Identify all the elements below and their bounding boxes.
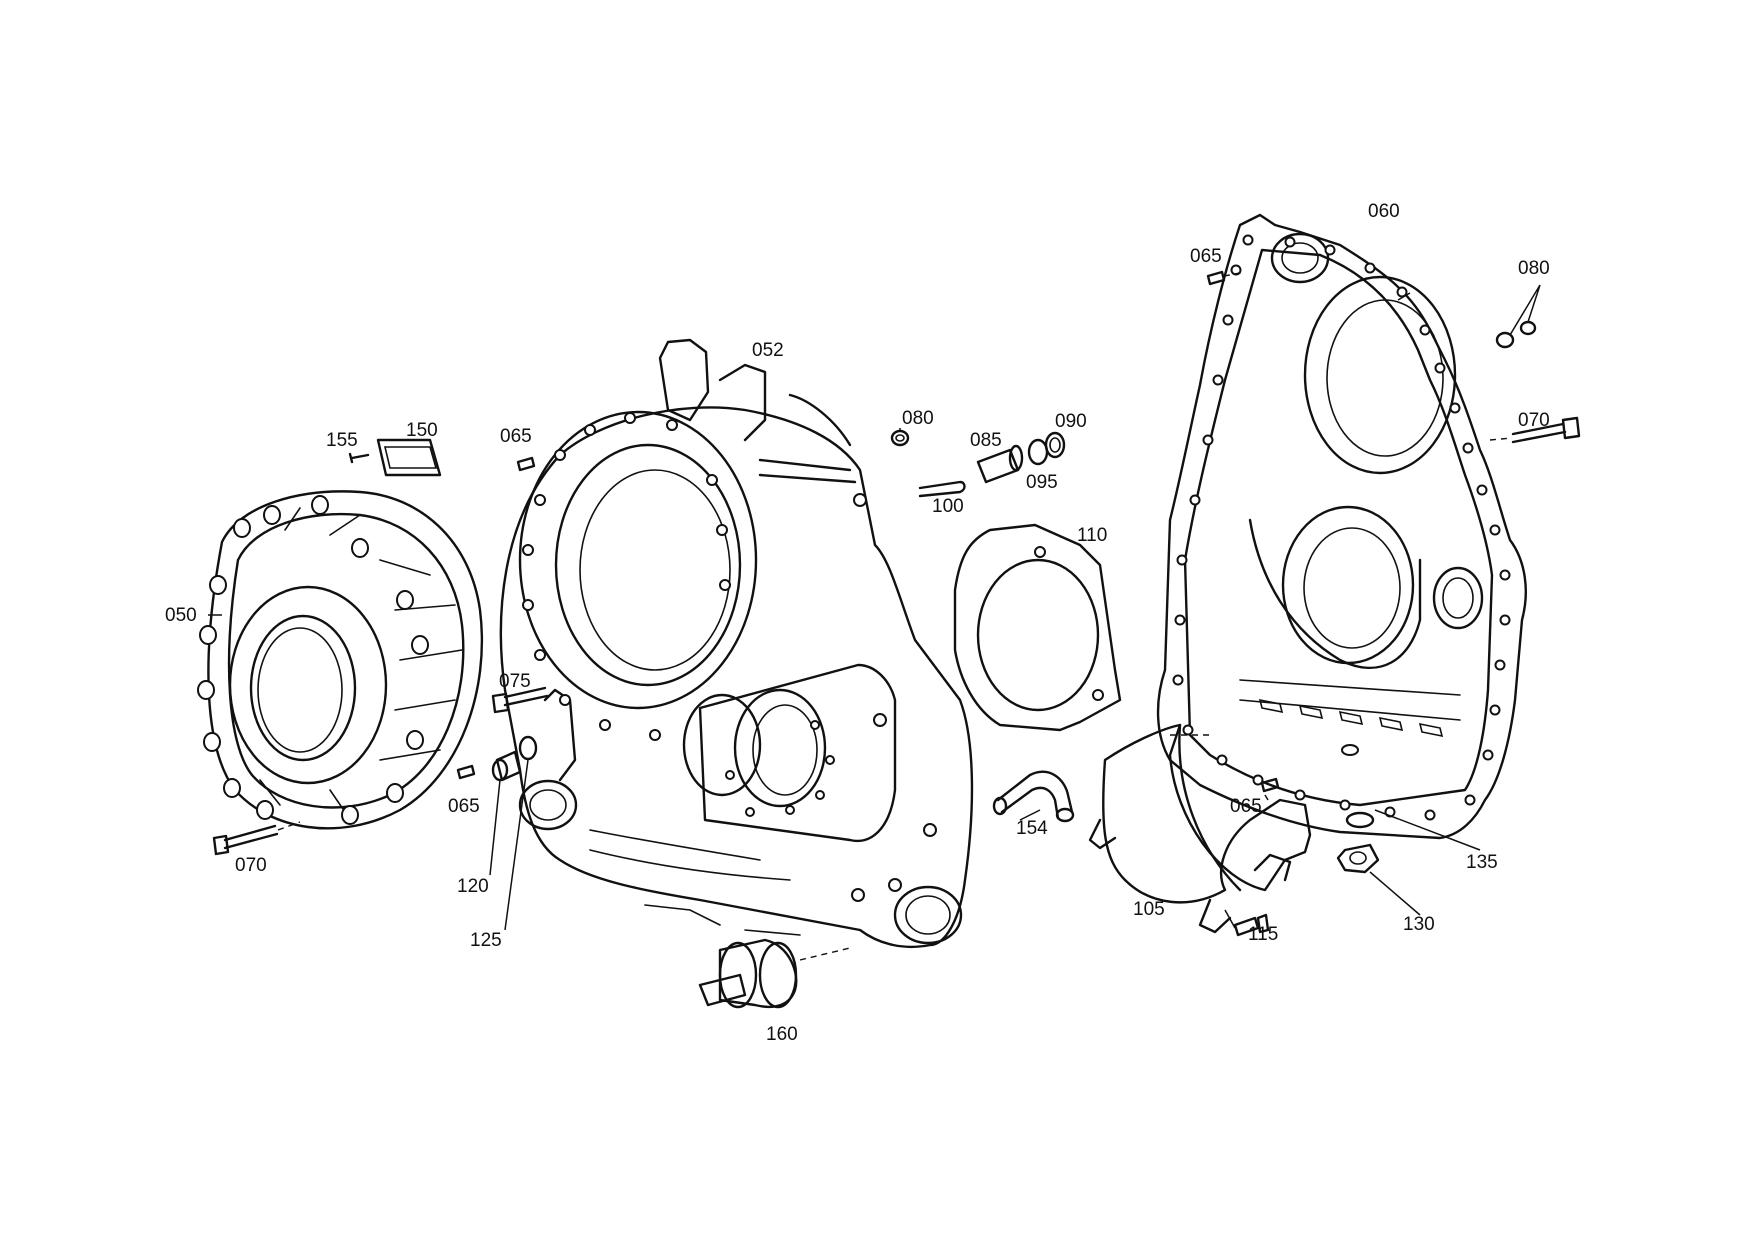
part-050-flange-cover — [197, 490, 484, 830]
part-154-bent-hose — [992, 770, 1075, 823]
label-130: 130 — [1403, 914, 1435, 935]
label-115: 115 — [1248, 924, 1278, 945]
label-150: 150 — [406, 420, 438, 441]
flange-bolt-holes — [197, 495, 429, 825]
label-050: 050 — [165, 605, 197, 626]
rear-housing-bolt-holes — [1172, 234, 1511, 821]
part-070-bolt-right — [1489, 416, 1581, 444]
part-135-seal-ring — [1345, 811, 1375, 829]
housing-bolt-holes — [522, 412, 937, 902]
part-100-spring-pin — [918, 480, 966, 498]
label-065-lower-right: 065 — [1230, 796, 1262, 817]
part-065-pin-a — [516, 456, 536, 472]
label-090: 090 — [1055, 411, 1087, 432]
part-120-plug — [491, 750, 522, 782]
label-070-left: 070 — [235, 855, 267, 876]
part-115-screw — [1233, 913, 1270, 937]
label-080-right: 080 — [1518, 258, 1550, 279]
part-150-nameplate — [376, 438, 442, 477]
part-160-mount-bushing — [698, 938, 851, 1009]
label-085: 085 — [970, 430, 1002, 451]
label-120: 120 — [457, 876, 489, 897]
part-060-rear-housing — [1156, 213, 1527, 840]
callout-labels: 050 052 060 065 065 065 065 070 070 075 … — [165, 201, 1550, 1045]
label-100: 100 — [932, 496, 964, 517]
leader-lines — [208, 284, 1541, 931]
label-070-right: 070 — [1518, 410, 1550, 431]
label-080-center: 080 — [902, 408, 934, 429]
label-060: 060 — [1368, 201, 1400, 222]
label-065-lower: 065 — [448, 796, 480, 817]
label-105: 105 — [1133, 899, 1165, 920]
label-052: 052 — [752, 340, 784, 361]
part-125-ring — [518, 735, 538, 761]
part-085-screw-plug — [976, 444, 1024, 484]
label-155: 155 — [326, 430, 358, 451]
part-065-pin-c — [1206, 270, 1246, 286]
part-065-pin-b — [456, 764, 476, 780]
part-080-plug-center — [890, 429, 910, 447]
part-155-rivet — [348, 452, 370, 464]
label-110: 110 — [1077, 525, 1107, 546]
label-075: 075 — [499, 671, 531, 692]
label-065-left: 065 — [500, 426, 532, 447]
label-065-upper-right: 065 — [1190, 246, 1222, 267]
part-075-bolt — [491, 686, 549, 714]
label-154: 154 — [1016, 818, 1048, 839]
label-095: 095 — [1026, 472, 1058, 493]
part-065-pin-d — [1260, 777, 1280, 793]
label-160: 160 — [766, 1024, 798, 1045]
part-090-095-seal-rings — [1027, 431, 1066, 466]
label-125: 125 — [470, 930, 502, 951]
part-052-main-housing — [499, 338, 974, 949]
part-110-gasket — [953, 523, 1122, 732]
label-135: 135 — [1466, 852, 1498, 873]
part-130-plug-nut — [1336, 843, 1380, 874]
part-105-cover-shield — [1088, 723, 1312, 934]
rear-housing-slots — [1258, 698, 1444, 756]
part-070-bolt-left — [212, 821, 301, 856]
